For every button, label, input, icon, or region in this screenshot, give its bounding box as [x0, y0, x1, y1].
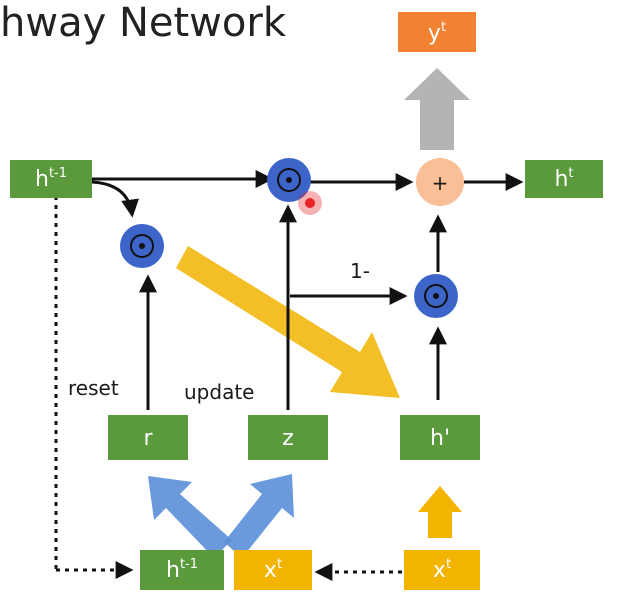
- xt-to-hprime-arrow: [418, 486, 462, 538]
- yt-label: yt: [428, 20, 446, 46]
- hprev-top-box: [10, 160, 92, 198]
- one-minus-label: 1-: [350, 259, 370, 283]
- update-label: update: [184, 380, 254, 404]
- xt-right-label: xt: [433, 557, 451, 583]
- r-label: r: [143, 426, 153, 451]
- cursor-indicator: [298, 191, 322, 215]
- hprime-label: h': [430, 426, 450, 451]
- update-input-arrow: [224, 474, 294, 558]
- yt-box: [398, 12, 476, 52]
- hprev-bottom-box: [140, 550, 224, 590]
- hprev-top-label: ht-1: [35, 166, 67, 192]
- hprime-box: [400, 415, 480, 460]
- plus-op: +: [416, 158, 464, 206]
- reset-dot-op: [120, 224, 164, 268]
- plus-symbol: +: [432, 171, 449, 195]
- ht-label: ht: [554, 166, 573, 192]
- hprev-to-reset-line: [91, 180, 140, 218]
- ht-box: [525, 160, 603, 198]
- slide-title: hway Network: [0, 0, 287, 46]
- reset-input-arrow: [148, 476, 232, 558]
- z-box: [248, 415, 328, 460]
- output-arrow: [404, 68, 470, 150]
- r-box: [108, 415, 188, 460]
- z-label: z: [282, 426, 294, 451]
- hprev-bottom-label: ht-1: [166, 557, 198, 583]
- xt-left-label: xt: [264, 557, 282, 583]
- reset-label: reset: [68, 376, 119, 400]
- gate-dot-op: [267, 158, 311, 202]
- xt-right-box: [404, 550, 480, 590]
- xt-left-box: [234, 550, 312, 590]
- oneminus-dot-op: [414, 274, 458, 318]
